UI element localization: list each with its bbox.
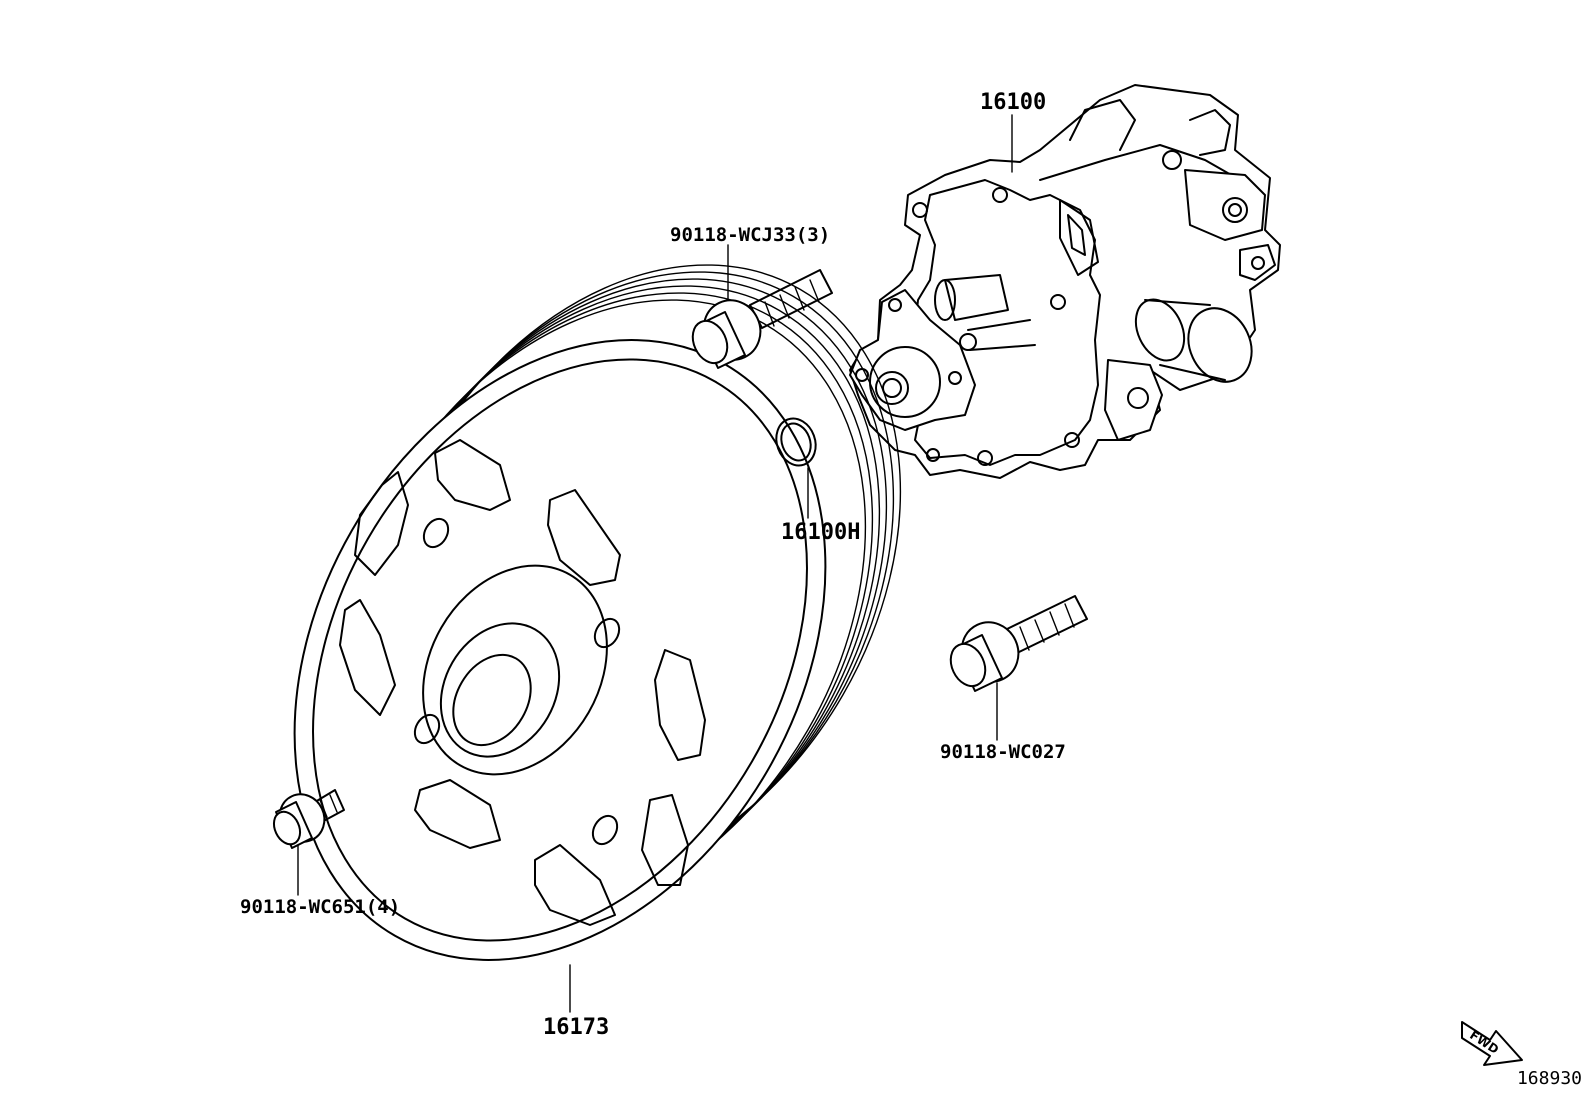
part-label-water-pump[interactable]: 16100 [980, 90, 1047, 115]
bolt-pulley [272, 789, 345, 849]
gasket [775, 417, 817, 467]
fwd-arrow-icon: FWD [1461, 1021, 1523, 1066]
bolt-right [949, 595, 1088, 692]
water-pump [849, 84, 1281, 479]
part-label-pulley[interactable]: 16173 [543, 1015, 610, 1040]
figure-id: 168930 [1516, 1068, 1582, 1089]
part-label-bolt-upper[interactable]: 90118-WCJ33(3) [670, 224, 831, 246]
bolt-upper [691, 269, 833, 369]
part-label-bolt-pulley[interactable]: 90118-WC651(4) [240, 896, 401, 918]
part-label-bolt-right[interactable]: 90118-WC027 [940, 741, 1066, 763]
part-label-gasket[interactable]: 16100H [781, 520, 861, 545]
pulley [293, 264, 902, 961]
leader-lines [297, 114, 1013, 1013]
